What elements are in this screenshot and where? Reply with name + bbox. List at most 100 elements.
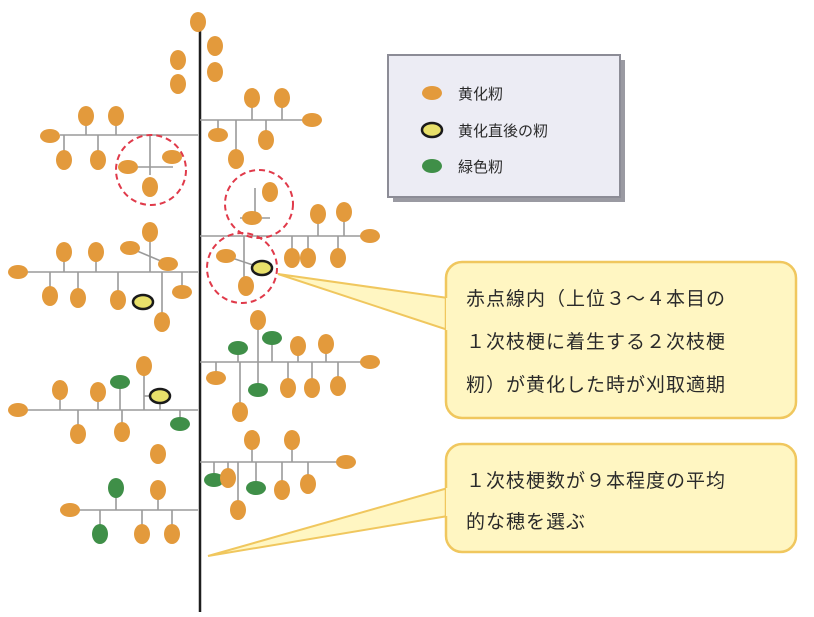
green-grain: [262, 331, 282, 345]
legend-yellowed-grain-icon: [422, 86, 442, 100]
yellowed-grain: [258, 130, 274, 150]
yellowed-grain: [280, 378, 296, 398]
yellowed-grain: [228, 149, 244, 169]
yellowed-grain: [318, 334, 334, 354]
yellowed-grain: [310, 204, 326, 224]
callout-box: [444, 260, 798, 420]
yellowed-grain: [114, 422, 130, 442]
yellowed-grain: [164, 524, 180, 544]
yellowed-grain: [274, 480, 290, 500]
yellowed-grain: [300, 248, 316, 268]
green-grain: [248, 383, 268, 397]
yellowed-grain: [238, 276, 254, 296]
yellowed-grain: [190, 12, 206, 32]
yellowed-grain: [110, 290, 126, 310]
yellowed-grain: [60, 503, 80, 517]
green-grain: [170, 417, 190, 431]
callout-pointer: [277, 273, 449, 332]
yellowed-grain: [56, 242, 72, 262]
just-yellowed-grain: [131, 293, 155, 311]
yellowed-grain: [42, 286, 58, 306]
yellowed-grain: [118, 160, 138, 174]
yellowed-grain: [284, 430, 300, 450]
yellowed-grain: [206, 371, 226, 385]
callout-harvest-timing: 赤点線内（上位３～４本目の １次枝梗に着生する２次枝梗 籾）が黄化した時が刈取適…: [277, 260, 798, 420]
yellowed-grain: [220, 468, 236, 488]
yellowed-grain: [330, 376, 346, 396]
yellowed-grain: [216, 249, 236, 263]
legend-label-green: 緑色籾: [458, 158, 503, 176]
yellowed-grain: [56, 150, 72, 170]
yellowed-grain: [108, 106, 124, 126]
yellowed-grain: [304, 378, 320, 398]
highlight-circle: [115, 134, 187, 206]
yellowed-grain: [207, 62, 223, 82]
green-grain: [204, 473, 224, 487]
yellowed-grain: [142, 177, 158, 197]
yellowed-grain: [330, 248, 346, 268]
green-grain: [246, 481, 266, 495]
green-grain: [92, 524, 108, 544]
grain-markers: [8, 12, 380, 544]
yellowed-grain: [120, 241, 140, 255]
green-grain: [110, 375, 130, 389]
yellowed-grain: [360, 355, 380, 369]
callout-text-line: 赤点線内（上位３～４本目の: [466, 288, 726, 310]
yellowed-grain: [88, 242, 104, 262]
yellowed-grain: [70, 288, 86, 308]
callout-text-line: 的な穂を選ぶ: [466, 511, 586, 533]
legend-label-just-yellowed: 黄化直後の籾: [458, 122, 548, 140]
yellowed-grain: [90, 150, 106, 170]
yellowed-grain: [242, 211, 262, 225]
yellowed-grain: [136, 356, 152, 376]
yellowed-grain: [274, 88, 290, 108]
yellowed-grain: [232, 402, 248, 422]
yellowed-grain: [360, 229, 380, 243]
legend: 黄化籾 黄化直後の籾 緑色籾: [387, 54, 625, 202]
callout-select-panicle: １次枝梗数が９本程度の平均 的な穂を選ぶ: [207, 442, 798, 557]
yellowed-grain: [302, 113, 322, 127]
yellowed-grain: [142, 222, 158, 242]
yellowed-grain: [244, 88, 260, 108]
green-grain: [228, 341, 248, 355]
yellowed-grain: [336, 455, 356, 469]
yellowed-grain: [150, 480, 166, 500]
just-yellowed-grain: [250, 259, 274, 277]
callout-pointer: [207, 486, 449, 557]
yellowed-grain: [172, 285, 192, 299]
yellowed-grain: [90, 382, 106, 402]
yellowed-grain: [158, 257, 178, 271]
yellowed-grain: [208, 128, 228, 142]
yellowed-grain: [78, 106, 94, 126]
yellowed-grain: [134, 524, 150, 544]
yellowed-grain: [284, 248, 300, 268]
yellowed-grain: [244, 430, 260, 450]
callout-text-line: 籾）が黄化した時が刈取適期: [466, 374, 726, 396]
highlight-circles: [115, 134, 294, 304]
yellowed-grain: [52, 380, 68, 400]
legend-label-yellowed: 黄化籾: [458, 85, 503, 103]
yellowed-grain: [40, 129, 60, 143]
yellowed-grain: [162, 150, 182, 164]
callout-text-line: １次枝梗数が９本程度の平均: [466, 470, 726, 492]
yellowed-grain: [207, 36, 223, 56]
yellowed-grain: [170, 50, 186, 70]
highlight-circle: [224, 169, 294, 239]
legend-just-yellowed-grain-icon: [420, 121, 444, 139]
yellowed-grain: [262, 182, 278, 202]
yellowed-grain: [8, 403, 28, 417]
yellowed-grain: [8, 265, 28, 279]
yellowed-grain: [70, 424, 86, 444]
yellowed-grain: [230, 500, 246, 520]
callout-box: [444, 442, 798, 554]
yellowed-grain: [150, 444, 166, 464]
yellowed-grain: [290, 336, 306, 356]
yellowed-grain: [300, 474, 316, 494]
callout-text-line: １次枝梗に着生する２次枝梗: [466, 331, 726, 353]
yellowed-grain: [170, 74, 186, 94]
yellowed-grain: [250, 310, 266, 330]
highlight-circle: [206, 232, 278, 304]
just-yellowed-grain: [148, 387, 172, 405]
green-grain: [108, 478, 124, 498]
